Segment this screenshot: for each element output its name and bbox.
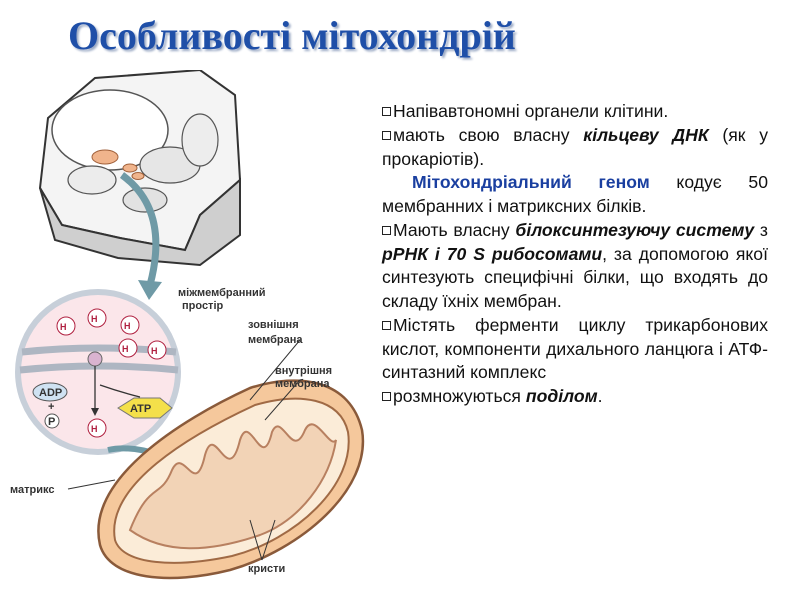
proton-icons: H H H H H H [56, 308, 167, 438]
bullet-item-3: Мають власну білоксинтезуючу систему з р… [382, 219, 768, 311]
label-inner-membrane-2: мембрана [275, 378, 330, 390]
label-inner-membrane: внутрішня [275, 365, 332, 377]
checkbox-bullet-icon [382, 225, 391, 235]
svg-text:P: P [48, 416, 55, 428]
svg-text:ATP: ATP [130, 403, 151, 415]
label-intermembrane: міжмембранний [178, 287, 266, 299]
svg-text:H: H [122, 344, 129, 354]
bullet-item-2: мають свою власну кільцеву ДНК (як у про… [382, 124, 768, 169]
checkbox-bullet-icon [382, 107, 391, 116]
checkbox-bullet-icon [382, 130, 391, 140]
bullet-item-4: Містять ферменти циклу трикарбонових кис… [382, 314, 768, 383]
slide-title: Особливості мітохондрій [68, 13, 516, 58]
svg-text:H: H [91, 314, 98, 324]
svg-text:+: + [48, 401, 54, 413]
svg-text:H: H [60, 322, 67, 332]
genome-paragraph: Мітохондріальний геном кодує 50 мембранн… [382, 172, 769, 216]
bullet-item-1: Напівавтономні органели клітини. [382, 100, 768, 124]
adp-atp-reaction: ADP + P ATP [32, 382, 173, 429]
svg-text:H: H [91, 424, 98, 434]
svg-text:ADP: ADP [39, 387, 62, 399]
label-matrix: матрикс [10, 484, 54, 496]
plant-cell-drawing [38, 70, 242, 267]
checkbox-bullet-icon [382, 320, 391, 330]
mitochondrion-drawing [97, 379, 365, 580]
slide-body-text: Напівавтономні органели клітини. мають с… [382, 100, 768, 409]
label-intermembrane-2: простір [182, 300, 223, 312]
label-cristae: кристи [248, 563, 285, 575]
label-outer-membrane-2: мембрана [248, 334, 303, 346]
svg-text:H: H [151, 346, 158, 356]
bullet-item-5: розмножуються поділом. [382, 385, 768, 409]
svg-text:H: H [124, 321, 131, 331]
mitochondrion-illustration: H H H H H H ADP + P ATP міжмембранний пр… [10, 70, 365, 580]
label-outer-membrane: зовнішня [248, 319, 299, 331]
zoom-arrow [119, 172, 162, 300]
checkbox-bullet-icon [382, 392, 391, 401]
